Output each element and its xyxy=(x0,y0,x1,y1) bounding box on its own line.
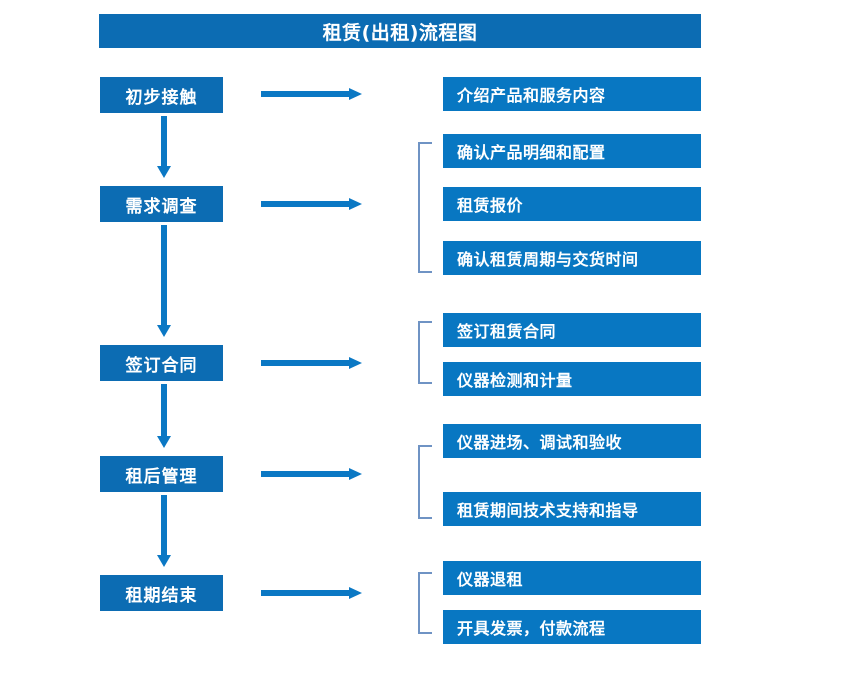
detail-box-1-1[interactable]: 介绍产品和服务内容 xyxy=(443,77,701,111)
stage-box-4[interactable]: 租后管理 xyxy=(100,456,223,492)
chart-title: 租赁(出租)流程图 xyxy=(99,14,701,48)
stage-box-5[interactable]: 租期结束 xyxy=(100,575,223,611)
stage-box-1[interactable]: 初步接触 xyxy=(100,77,223,113)
horizontal-arrow-1 xyxy=(261,88,362,100)
group-bracket-5 xyxy=(418,572,432,634)
vertical-arrow-4 xyxy=(157,495,171,567)
vertical-arrow-1 xyxy=(157,116,171,178)
group-bracket-4 xyxy=(418,445,432,519)
stage-box-2[interactable]: 需求调查 xyxy=(100,186,223,222)
horizontal-arrow-3 xyxy=(261,357,362,369)
detail-box-4-2[interactable]: 租赁期间技术支持和指导 xyxy=(443,492,701,526)
vertical-arrow-3 xyxy=(157,384,171,448)
group-bracket-3 xyxy=(418,321,432,384)
group-bracket-2 xyxy=(418,142,432,273)
detail-box-2-1[interactable]: 确认产品明细和配置 xyxy=(443,134,701,168)
detail-box-3-1[interactable]: 签订租赁合同 xyxy=(443,313,701,347)
horizontal-arrow-4 xyxy=(261,468,362,480)
horizontal-arrow-5 xyxy=(261,587,362,599)
horizontal-arrow-2 xyxy=(261,198,362,210)
detail-box-5-1[interactable]: 仪器退租 xyxy=(443,561,701,595)
detail-box-5-2[interactable]: 开具发票，付款流程 xyxy=(443,610,701,644)
detail-box-2-2[interactable]: 租赁报价 xyxy=(443,187,701,221)
detail-box-3-2[interactable]: 仪器检测和计量 xyxy=(443,362,701,396)
stage-box-3[interactable]: 签订合同 xyxy=(100,345,223,381)
detail-box-4-1[interactable]: 仪器进场、调试和验收 xyxy=(443,424,701,458)
detail-box-2-3[interactable]: 确认租赁周期与交货时间 xyxy=(443,241,701,275)
vertical-arrow-2 xyxy=(157,225,171,337)
